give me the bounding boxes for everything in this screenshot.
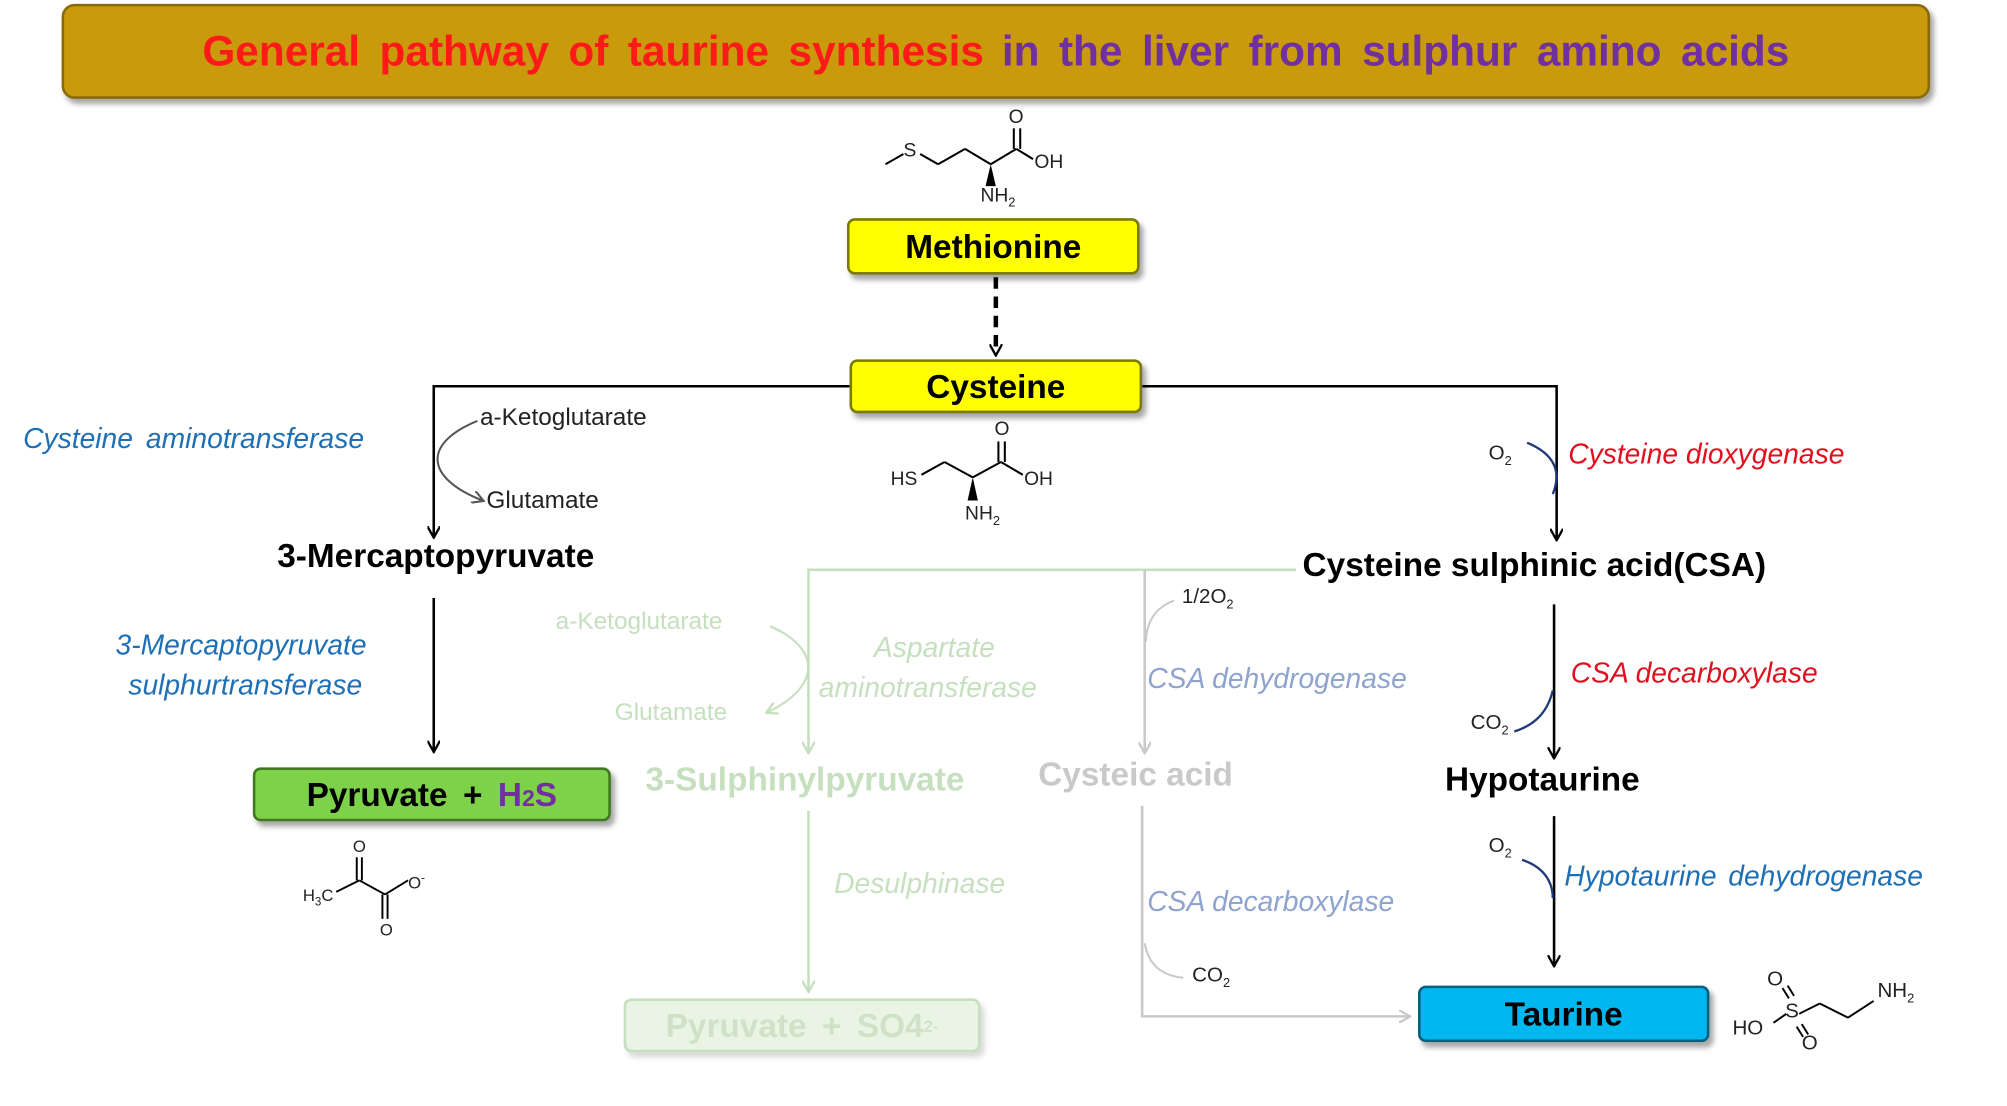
enzyme-cysteine-dioxygenase: Cysteine dioxygenase [1568, 437, 1845, 470]
enzyme-aspartate-1: Aspartate [873, 631, 995, 664]
pyr-o-bottom: O [379, 920, 393, 940]
cofactor-o2-dioxygenase: O2 [1488, 442, 1512, 469]
node-csa: Cysteine sulphinic acid(CSA) [1302, 545, 1767, 584]
node-sulphinylpyruvate: 3-Sulphinylpyruvate [645, 759, 965, 799]
curve-half-o2 [1144, 599, 1175, 642]
enzyme-mp-sulphurtransferase-2: sulphurtransferase [128, 668, 363, 701]
cofactor-glu-mid: Glutamate [614, 699, 728, 727]
enzyme-mp-sulphurtransferase-1: 3-Mercaptopyruvate [115, 628, 367, 661]
pyr-o-minus: O- [408, 871, 425, 893]
enzyme-csa-decarboxylase: CSA decarboxylase [1570, 657, 1818, 690]
pyr-o-top: O [352, 836, 366, 856]
title-banner: General pathway of taurine synthesis in … [61, 3, 1931, 99]
taurine-structure [1772, 985, 1875, 1038]
branch-right-cysteine [1142, 384, 1557, 539]
cys-hs: HS [890, 468, 918, 491]
enzyme-csa-decarboxylase-grey: CSA decarboxylase [1147, 885, 1395, 918]
curve-co2-decarboxylase [1513, 690, 1554, 733]
curve-co2-grey [1143, 943, 1184, 979]
cofactor-akg-mid: a-Ketoglutarate [555, 608, 723, 636]
met-nh2: NH2 [980, 184, 1016, 211]
tau-o-top: O [1767, 968, 1784, 991]
curve-o2-dioxygenase [1526, 441, 1558, 495]
curve-akg-glu-mid [767, 625, 810, 712]
branch-csa-sulphinyl [808, 568, 1297, 752]
curve-akg-glu-left [436, 419, 483, 501]
enzyme-csa-dehydrogenase: CSA dehydrogenase [1147, 662, 1407, 695]
tau-s: S [1785, 1000, 1799, 1023]
cofactor-glu-left: Glutamate [486, 487, 599, 515]
tau-o-bottom: O [1801, 1033, 1818, 1055]
cys-o: O [994, 418, 1010, 441]
node-cysteic-acid: Cysteic acid [1038, 754, 1233, 794]
pyruvate-structure [335, 857, 409, 919]
met-oh: OH [1034, 151, 1064, 174]
cofactor-akg-left: a-Ketoglutarate [479, 404, 647, 432]
node-cysteine: Cysteine [849, 359, 1143, 414]
pyr-h3c: H3C [302, 885, 334, 909]
enzyme-desulphinase: Desulphinase [834, 867, 1006, 900]
title-part-2: in the liver from sulphur amino acids [1001, 26, 1790, 75]
cofactor-half-o2: 1/2O2 [1181, 586, 1234, 613]
enzyme-aspartate-2: aminotransferase [818, 671, 1037, 704]
enzyme-hypotaurine-dehydrogenase: Hypotaurine dehydrogenase [1564, 859, 1923, 892]
taurine-label: Taurine [1504, 993, 1623, 1033]
node-pyruvate-h2s: Pyruvate + H2S [252, 767, 611, 822]
node-taurine: Taurine [1418, 985, 1710, 1043]
methionine-structure [884, 128, 1034, 187]
met-s: S [903, 139, 917, 162]
cys-nh2: NH2 [965, 503, 1000, 529]
arrow-cysteic-taurine [1140, 805, 1409, 1016]
cofactor-co2-grey: CO2 [1192, 965, 1231, 991]
curve-o2-hypo [1521, 858, 1554, 899]
met-o: O [1008, 106, 1024, 129]
cysteine-label: Cysteine [926, 366, 1066, 405]
node-methionine: Methionine [846, 218, 1140, 275]
branch-left-cysteine [434, 384, 850, 536]
tau-nh2: NH2 [1877, 980, 1915, 1007]
cys-oh: OH [1024, 468, 1053, 491]
cofactor-co2-decarb: CO2 [1470, 712, 1509, 739]
node-hypotaurine: Hypotaurine [1444, 759, 1640, 799]
tau-ho: HO [1732, 1017, 1764, 1040]
cofactor-o2-hypo: O2 [1488, 835, 1512, 862]
title-part-1: General pathway of taurine synthesis [202, 26, 984, 75]
methionine-label: Methionine [905, 226, 1082, 266]
node-mercaptopyruvate: 3-Mercaptopyruvate [277, 536, 595, 575]
enzyme-cysteine-aminotransferase: Cysteine aminotransferase [23, 422, 365, 455]
cysteine-structure [920, 441, 1024, 501]
